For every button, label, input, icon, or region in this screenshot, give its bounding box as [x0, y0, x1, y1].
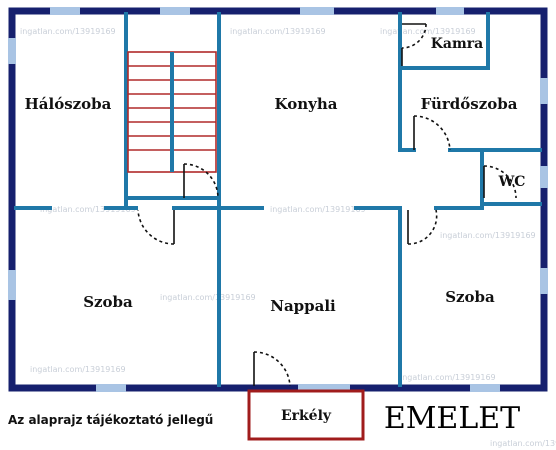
- door-szoba-left: [137, 209, 175, 245]
- svg-text:ingatlan.com/13919169: ingatlan.com/13919169: [270, 205, 366, 214]
- label-szoba-right: Szoba: [445, 288, 495, 306]
- svg-text:ingatlan.com/13919169: ingatlan.com/13919169: [490, 439, 556, 448]
- balcony-outline: [247, 389, 365, 441]
- disclaimer-text: Az alaprajz tájékoztató jellegű: [8, 413, 213, 427]
- svg-text:ingatlan.com/13919169: ingatlan.com/13919169: [30, 365, 126, 374]
- label-furdo: Fürdőszoba: [421, 95, 518, 113]
- interior-walls: [14, 12, 542, 387]
- svg-text:ingatlan.com/13919169: ingatlan.com/13919169: [40, 205, 136, 214]
- staircase: [127, 51, 217, 173]
- door-kamra: [401, 23, 427, 66]
- svg-text:ingatlan.com/13919169: ingatlan.com/13919169: [20, 27, 116, 36]
- doors: [137, 23, 517, 387]
- door-nappali-erkely: [253, 351, 291, 387]
- watermark-layer: ingatlan.com/13919169 ingatlan.com/13919…: [20, 27, 556, 448]
- svg-text:ingatlan.com/13919169: ingatlan.com/13919169: [160, 293, 256, 302]
- label-konyha: Konyha: [275, 95, 338, 113]
- svg-text:ingatlan.com/13919169: ingatlan.com/13919169: [380, 27, 476, 36]
- door-furdo: [413, 115, 451, 151]
- svg-text:ingatlan.com/13919169: ingatlan.com/13919169: [400, 373, 496, 382]
- label-halo: Hálószoba: [25, 95, 112, 113]
- label-erkely: Erkély: [281, 408, 332, 424]
- door-stair-landing: [183, 163, 219, 199]
- label-szoba-left: Szoba: [83, 293, 133, 311]
- door-szoba-right: [407, 209, 438, 245]
- svg-text:ingatlan.com/13919169: ingatlan.com/13919169: [230, 27, 326, 36]
- label-nappali: Nappali: [270, 297, 336, 315]
- door-wc: [483, 165, 517, 199]
- windows: [8, 7, 548, 392]
- label-kamra: Kamra: [431, 36, 484, 52]
- floor-title: EMELET: [384, 401, 520, 436]
- svg-text:ingatlan.com/13919169: ingatlan.com/13919169: [440, 231, 536, 240]
- label-wc: WC: [498, 174, 526, 190]
